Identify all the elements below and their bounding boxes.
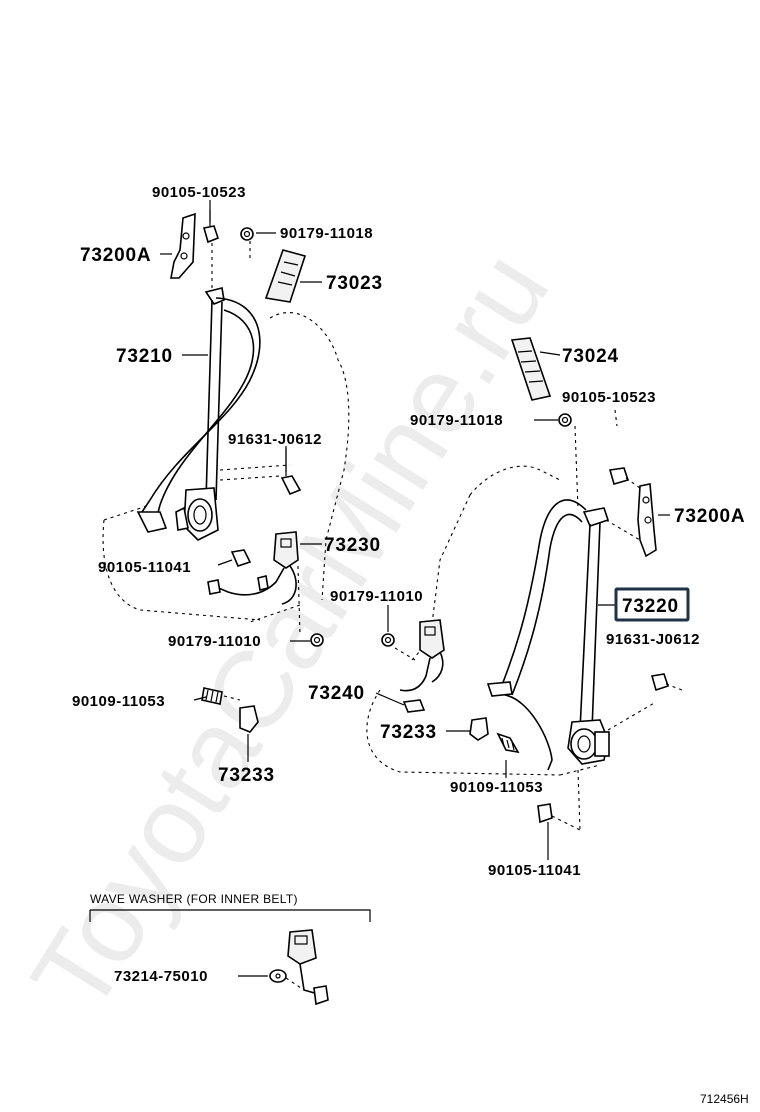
label-90105-11041-right[interactable]: 90105-11041	[488, 862, 581, 879]
label-91631-J0612-right[interactable]: 91631-J0612	[606, 631, 700, 648]
label-90179-11010-right[interactable]: 90179-11010	[330, 588, 423, 605]
label-90109-11053-left[interactable]: 90109-11053	[72, 693, 165, 710]
label-73230[interactable]: 73230	[324, 535, 381, 556]
label-73024[interactable]: 73024	[562, 346, 619, 367]
left-retractor[interactable]	[175, 487, 219, 541]
wave-washer-note: WAVE WASHER (FOR INNER BELT)	[90, 892, 298, 906]
inset-buckle[interactable]	[287, 929, 329, 1006]
left-belt-73210[interactable]	[136, 287, 261, 533]
right-belt-73220[interactable]	[486, 499, 610, 771]
highlight-box-73220	[614, 587, 690, 622]
buckle-73230[interactable]	[207, 531, 299, 605]
label-73240[interactable]: 73240	[308, 683, 365, 704]
label-73214-75010[interactable]: 73214-75010	[114, 968, 208, 985]
left-cover-73233[interactable]	[239, 705, 259, 733]
right-bolt-90105-11041[interactable]	[537, 803, 553, 824]
label-91631-J0612-left[interactable]: 91631-J0612	[228, 431, 322, 448]
label-90105-11041-left[interactable]: 90105-11041	[98, 559, 191, 576]
right-bolt-90105-10523[interactable]	[608, 467, 630, 485]
right-nut-90179-11010[interactable]	[381, 633, 395, 647]
label-90105-10523-left[interactable]: 90105-10523	[152, 184, 246, 201]
right-anchor-bracket[interactable]	[637, 483, 657, 558]
label-73233-right[interactable]: 73233	[380, 722, 437, 743]
wave-washer-73214-75010[interactable]	[269, 969, 287, 983]
inset-bracket	[89, 909, 371, 922]
label-73220[interactable]: 73220	[622, 596, 679, 617]
label-73200A-left[interactable]: 73200A	[80, 245, 151, 266]
buckle-73240[interactable]	[399, 619, 445, 713]
leader-lines	[160, 200, 670, 977]
watermark: ToyotaCarMine.ru	[8, 231, 572, 1032]
label-73210[interactable]: 73210	[116, 346, 173, 367]
label-90179-11010-left[interactable]: 90179-11010	[168, 633, 261, 650]
label-90179-11018-left[interactable]: 90179-11018	[280, 225, 373, 242]
left-bolt-90105-11041[interactable]	[230, 549, 252, 567]
cover-73023[interactable]	[264, 249, 307, 303]
right-nut-90179-11018[interactable]	[558, 413, 572, 427]
left-bolt-91631-J0612[interactable]	[280, 448, 302, 496]
label-73023[interactable]: 73023	[326, 273, 383, 294]
right-bolt-91631-J0612[interactable]	[650, 673, 670, 692]
left-bolt-90109-11053[interactable]	[201, 687, 223, 705]
label-90109-11053-right[interactable]: 90109-11053	[450, 779, 543, 796]
label-90105-10523-right[interactable]: 90105-10523	[562, 389, 656, 406]
cover-73024[interactable]	[510, 337, 552, 401]
left-nut-90179-11018[interactable]	[240, 227, 254, 241]
left-bolt-90105-10523[interactable]	[202, 210, 219, 244]
right-seat-outline	[366, 465, 601, 776]
label-73200A-right[interactable]: 73200A	[674, 506, 745, 527]
label-73233-left[interactable]: 73233	[218, 765, 275, 786]
drawing-code: 712456H	[700, 1092, 749, 1106]
left-seat-outline	[102, 312, 350, 623]
right-cover-73233[interactable]	[469, 717, 489, 741]
right-retractor[interactable]	[567, 719, 610, 765]
left-nut-90179-11010[interactable]	[310, 633, 324, 647]
label-90179-11018-right[interactable]: 90179-11018	[410, 412, 503, 429]
right-bolt-90109-11053[interactable]	[496, 732, 520, 754]
left-anchor-bracket[interactable]	[170, 212, 196, 279]
